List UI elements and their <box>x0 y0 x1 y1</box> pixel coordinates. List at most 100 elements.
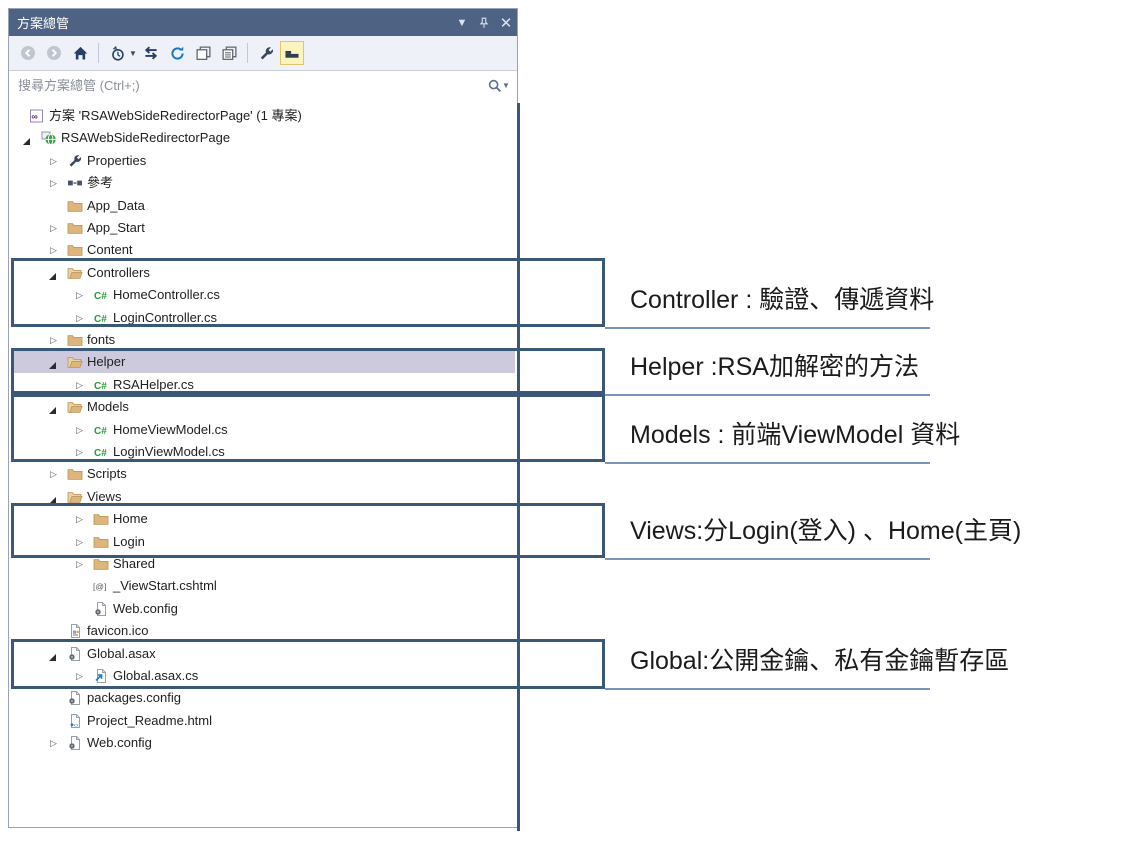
expand-arrow-icon[interactable]: ▷ <box>76 447 83 457</box>
expand-arrow-icon[interactable]: ▷ <box>50 335 57 345</box>
tree-row[interactable]: Helper <box>13 351 515 374</box>
svg-text:C#: C# <box>94 291 107 302</box>
tree-row[interactable]: ▷ App_Start <box>9 217 515 239</box>
tree-row-label: RSAHelper.cs <box>113 376 194 392</box>
auto-hide-pin-button[interactable] <box>473 13 495 33</box>
tree-row[interactable]: Web.config <box>9 598 515 620</box>
search-options-caret[interactable]: ▼ <box>502 81 510 90</box>
collapse-arrow-icon[interactable] <box>49 653 56 661</box>
tree-row[interactable]: ▷fonts <box>9 329 515 351</box>
collapse-arrow-icon[interactable] <box>49 272 56 280</box>
show-all-files-button[interactable] <box>217 41 241 65</box>
expand-arrow-icon[interactable]: ▷ <box>76 379 83 390</box>
search-input[interactable] <box>9 77 487 94</box>
tree-row[interactable]: ▷ Content <box>9 239 515 261</box>
collapse-arrow-icon[interactable] <box>49 362 56 370</box>
tree-row[interactable]: ▷Home <box>9 508 515 530</box>
tree-row[interactable]: ▷Properties <box>9 150 515 172</box>
panel-titlebar: 方案總管 ▼ ✕ <box>9 9 517 36</box>
html-file-icon: ‹› <box>67 713 83 729</box>
tree-row[interactable]: ▷ Login <box>9 531 515 553</box>
tree-row[interactable]: ‹›Project_Readme.html <box>9 710 515 732</box>
expand-arrow-icon[interactable]: ▷ <box>76 424 83 435</box>
highlight-box-global <box>11 639 605 689</box>
csharp-icon: C# <box>93 377 109 393</box>
tree-row-label: App_Data <box>87 197 145 213</box>
global-asax-icon <box>67 646 83 662</box>
expand-arrow-icon[interactable]: ▷ <box>50 178 57 189</box>
tree-row-label: LoginController.cs <box>113 309 218 325</box>
config-icon <box>67 735 83 751</box>
pending-changes-filter-button[interactable] <box>105 41 129 65</box>
tree-row[interactable]: ▷C#HomeViewModel.cs <box>9 419 515 441</box>
search-icon[interactable] <box>487 78 503 94</box>
tree-row-label: 參考 <box>87 175 114 191</box>
tree-row-label: App_Start <box>87 220 145 235</box>
expand-arrow-icon[interactable]: ▷ <box>50 469 57 480</box>
tree-row[interactable]: favicon.ico <box>9 620 515 642</box>
collapse-arrow-icon[interactable] <box>49 407 56 415</box>
tree-row[interactable]: [@]_ViewStart.cshtml <box>9 575 515 597</box>
expand-arrow-icon[interactable]: ▷ <box>50 223 57 233</box>
tree-row[interactable]: ▷Scripts <box>9 463 515 485</box>
home-button[interactable] <box>68 41 92 65</box>
tree-row[interactable]: Global.asax <box>9 643 515 665</box>
tree-row[interactable]: ▷C#HomeController.cs <box>9 284 515 306</box>
collapse-all-button[interactable] <box>191 41 215 65</box>
tree-row[interactable]: ▷ C# RSAHelper.cs <box>9 374 515 396</box>
collapse-arrow-icon[interactable] <box>49 496 56 504</box>
tree-row[interactable]: Controllers <box>9 262 515 284</box>
tree-row-label: Web.config <box>113 600 178 616</box>
back-button[interactable] <box>16 41 40 65</box>
expand-arrow-icon[interactable]: ▷ <box>50 738 57 749</box>
expand-arrow-icon[interactable]: ▷ <box>76 514 83 525</box>
tree-row[interactable]: ▷C#LoginController.cs <box>9 307 515 329</box>
tree-row[interactable]: Views <box>9 486 515 508</box>
folder-icon <box>93 511 109 527</box>
tree-row-label: RSAWebSideRedirectorPage <box>61 130 231 146</box>
tree-row[interactable]: ▷Web.config <box>9 732 515 754</box>
close-button[interactable]: ✕ <box>495 13 517 33</box>
forward-button[interactable] <box>42 41 66 65</box>
tree-row-label: Project_Readme.html <box>87 712 212 728</box>
tree-row[interactable]: Models <box>9 396 515 418</box>
tree-row[interactable]: ▷Shared <box>9 553 515 575</box>
sync-with-active-document-button[interactable] <box>139 41 163 65</box>
leader-line-controllers <box>605 327 930 329</box>
tree-row[interactable]: packages.config <box>9 687 515 709</box>
search-row: ▼ <box>9 71 517 101</box>
expand-arrow-icon[interactable]: ▷ <box>76 536 83 547</box>
solution-icon: ∞ <box>29 108 45 124</box>
tree-row-label: Controllers <box>87 264 150 280</box>
tree-row-label: Login <box>113 533 145 549</box>
tree-row[interactable]: ▷ 參考 <box>9 172 515 194</box>
annotation-helper: Helper :RSA加解密的方法 <box>630 353 919 381</box>
web-project-icon <box>41 130 57 146</box>
svg-text:C#: C# <box>94 381 107 392</box>
expand-arrow-icon[interactable]: ▷ <box>76 559 83 569</box>
tree-row-label: LoginViewModel.cs <box>113 444 225 459</box>
collapse-arrow-icon[interactable] <box>23 138 30 146</box>
expand-arrow-icon[interactable]: ▷ <box>76 290 83 301</box>
solution-tree: ∞方案 'RSAWebSideRedirectorPage' (1 專案) RSA… <box>9 100 517 827</box>
tree-row[interactable]: ▷Global.asax.cs <box>9 665 515 687</box>
tree-row-label: Content <box>87 242 133 258</box>
expand-arrow-icon[interactable]: ▷ <box>50 245 57 256</box>
folder-open-icon <box>67 265 83 281</box>
config-icon <box>93 601 109 617</box>
expand-arrow-icon[interactable]: ▷ <box>76 312 83 323</box>
tree-row[interactable]: ∞方案 'RSAWebSideRedirectorPage' (1 專案) <box>9 105 515 127</box>
tree-row[interactable]: App_Data <box>9 195 515 217</box>
svg-text:[@]: [@] <box>93 582 106 592</box>
window-position-menu-button[interactable]: ▼ <box>451 13 473 33</box>
refresh-button[interactable] <box>165 41 189 65</box>
expand-arrow-icon[interactable]: ▷ <box>50 155 57 166</box>
expand-arrow-icon[interactable]: ▷ <box>76 671 83 681</box>
tree-row[interactable]: RSAWebSideRedirectorPage <box>9 127 515 149</box>
refresh-icon <box>170 46 184 60</box>
filter-dropdown-caret[interactable]: ▼ <box>129 48 137 58</box>
sync-arrows-icon <box>144 46 158 60</box>
properties-button[interactable] <box>254 41 278 65</box>
preview-selected-items-toggle[interactable] <box>280 41 304 65</box>
tree-row[interactable]: ▷C#LoginViewModel.cs <box>9 441 515 463</box>
